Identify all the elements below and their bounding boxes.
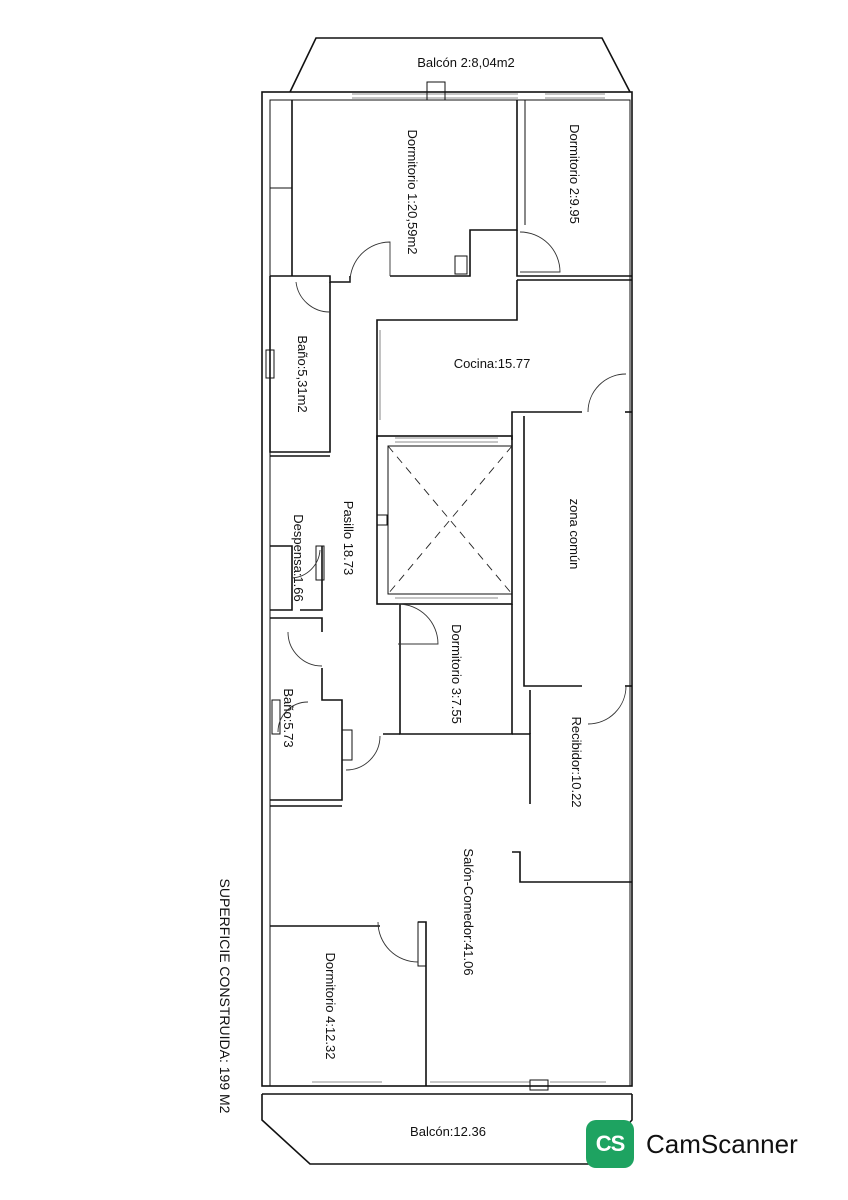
label-salon-comedor: Salón-Comedor:41.06 (461, 848, 476, 975)
label-dormitorio-2: Dormitorio 2:9.95 (567, 124, 582, 224)
camscanner-icon: CS (586, 1120, 634, 1168)
label-dormitorio-3: Dormitorio 3:7.55 (449, 624, 464, 724)
camscanner-brand: CamScanner (646, 1128, 798, 1159)
balcony-bottom (261, 1079, 633, 1165)
balcony-top (289, 37, 631, 93)
label-dormitorio-4: Dormitorio 4:12.32 (323, 953, 338, 1060)
doors (277, 231, 627, 963)
label-zona-comun: zona común (567, 499, 582, 570)
label-dormitorio-1: Dormitorio 1:20,59m2 (405, 130, 420, 255)
label-balcon-bottom: Balcón:12.36 (410, 1124, 486, 1139)
label-superficie: SUPERFICIE CONSTRUIDA: 199 M2 (217, 879, 233, 1114)
interior-walls (265, 100, 632, 1086)
label-balcon-top: Balcón 2:8,04m2 (417, 55, 515, 70)
outer-walls (261, 81, 633, 1087)
label-despensa: Despensa:1.66 (291, 514, 306, 601)
label-bano-2: Baño:5.73 (281, 688, 296, 747)
camscanner-watermark: CS CamScanner (586, 1120, 798, 1168)
label-bano-1: Baño:5,31m2 (295, 335, 310, 412)
label-recibidor: Recibidor:10.22 (569, 716, 584, 807)
label-cocina: Cocina:15.77 (454, 356, 531, 371)
label-pasillo: Pasillo 18.73 (341, 501, 356, 575)
